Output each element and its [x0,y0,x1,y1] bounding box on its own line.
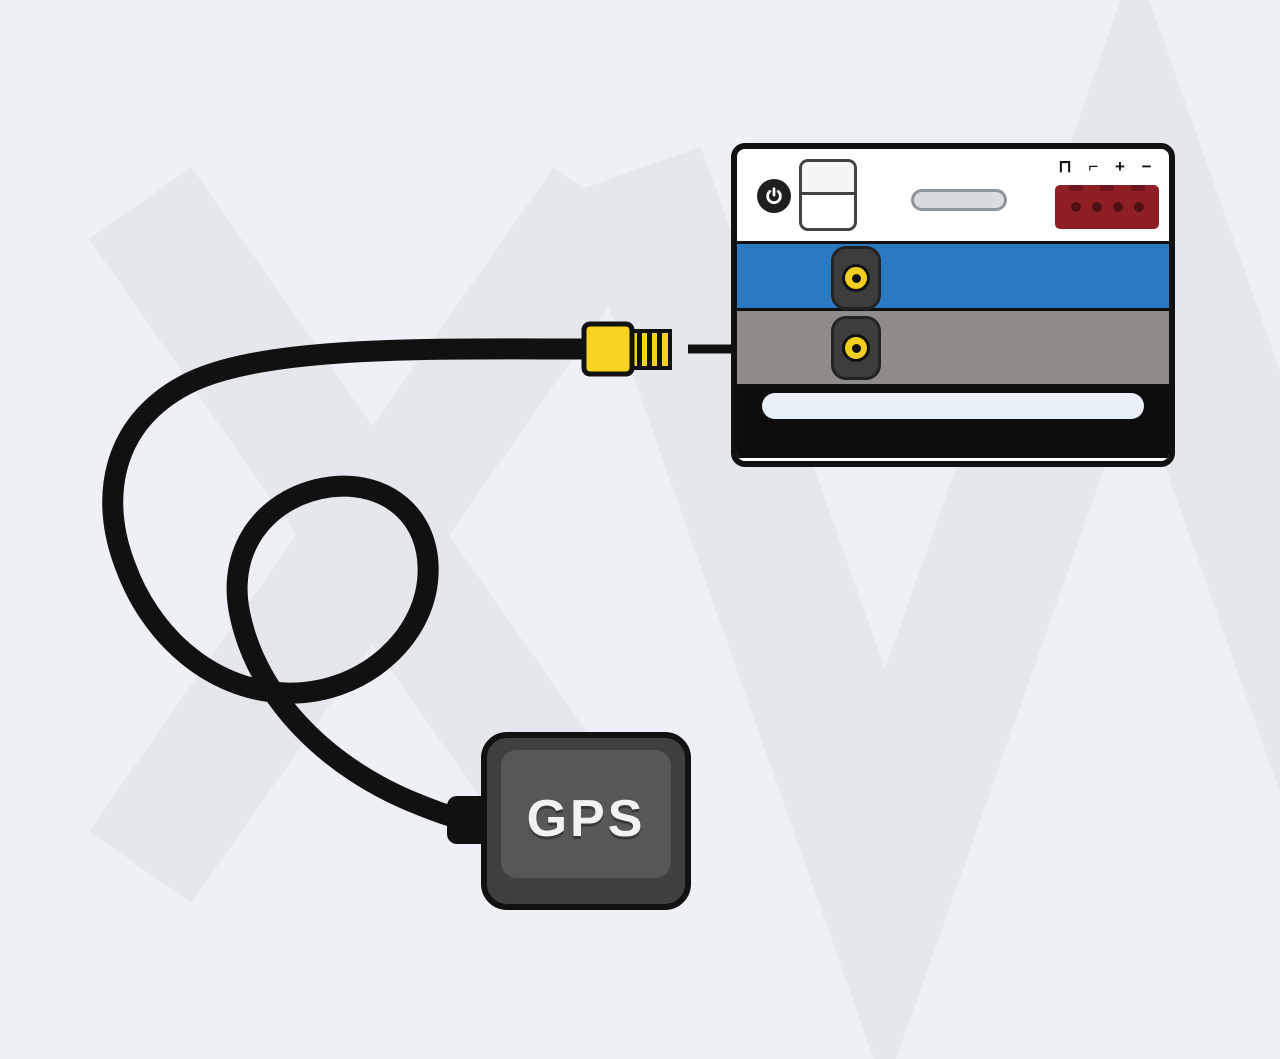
connector-pin [1070,202,1081,212]
stripe-gray [737,311,1169,387]
connector-pin [1133,202,1144,212]
jack-center [851,273,861,283]
jack-center [851,343,861,353]
gps-label: GPS [526,790,646,848]
connector-pin [1112,202,1123,212]
gps-module-face: GPS [501,750,671,888]
plug-body [581,321,635,377]
antenna-jack-top [831,246,881,310]
device-bottom-section [737,387,1169,458]
gps-cable [102,338,601,833]
device-top-section: ⊓ ⌐ + − [737,149,1169,241]
stripe-blue [737,241,1169,311]
device-rear-panel: ⊓ ⌐ + − [731,143,1175,467]
bottom-slot [762,393,1144,419]
power-icon [757,179,791,213]
connector-notch [1100,185,1114,191]
slide-switch-cap [802,162,854,195]
connector-pin [1091,202,1102,212]
card-slot [911,189,1007,211]
connector-notch [1069,185,1083,191]
gps-module: GPS [481,732,691,910]
jack-ring [842,264,870,292]
jack-ring [842,334,870,362]
power-connector-red [1055,185,1159,229]
io-port-symbols: ⊓ ⌐ + − [1058,157,1158,176]
cable-plug [581,321,672,377]
watermark-w [568,0,1280,1059]
connector-notch [1131,185,1145,191]
slide-switch [799,159,857,231]
antenna-jack-bottom [831,316,881,380]
